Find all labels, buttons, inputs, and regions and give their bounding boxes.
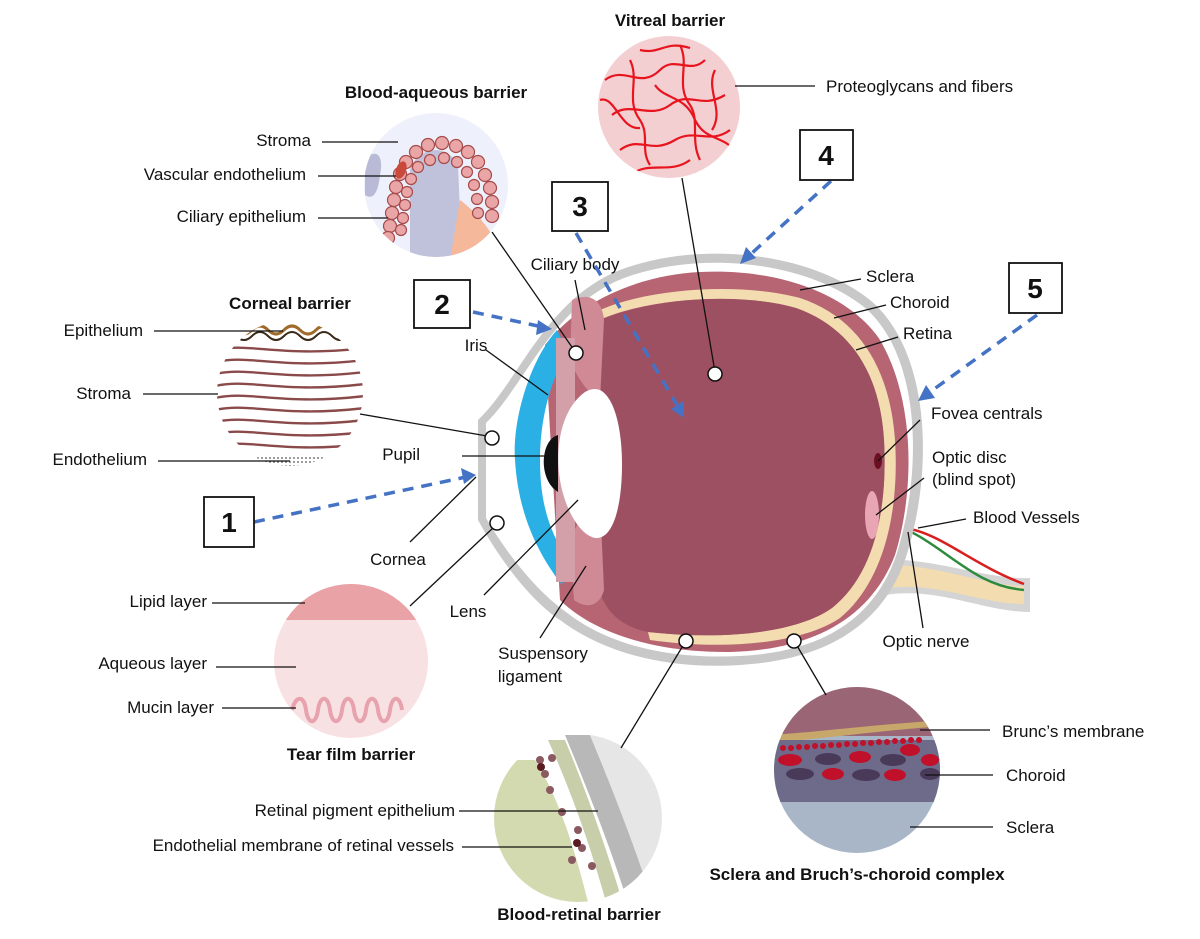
retina-marker xyxy=(678,633,694,649)
stroma-c-label: Stroma xyxy=(76,384,131,403)
pupil-label: Pupil xyxy=(382,445,420,464)
route-1-box xyxy=(203,496,255,548)
sclera-bruch-title: Sclera and Bruch’s-choroid complex xyxy=(709,865,1005,884)
iris-label: Iris xyxy=(465,336,488,355)
route-2-arrowhead xyxy=(536,320,552,335)
sclera-bruch-detail xyxy=(774,687,940,853)
blood-retinal-barrier-detail xyxy=(494,734,662,902)
ciliary-epithelium-label: Ciliary epithelium xyxy=(177,207,306,226)
route-4-box xyxy=(799,129,854,181)
choroid-detail-label: Choroid xyxy=(1006,766,1066,785)
optic-disc-spot xyxy=(865,491,879,539)
optic-nerve-label: Optic nerve xyxy=(883,632,970,651)
fovea-label: Fovea centrals xyxy=(931,404,1043,423)
route-5-arrow xyxy=(928,313,1039,394)
tear-film-marker xyxy=(489,515,505,531)
rpe-label: Retinal pigment epithelium xyxy=(255,801,455,820)
route-3-box xyxy=(551,181,609,232)
endothelium-label: Endothelium xyxy=(52,450,147,469)
route-3-number: 3 xyxy=(572,191,588,222)
pupil-shape xyxy=(543,435,558,492)
cornea-marker xyxy=(484,430,500,446)
blood-vessels-label: Blood Vessels xyxy=(973,508,1080,527)
route-5-arrowhead xyxy=(918,385,935,401)
blood-aqueous-barrier-title: Blood-aqueous barrier xyxy=(345,83,528,102)
blood-retinal-barrier-title: Blood-retinal barrier xyxy=(497,905,661,924)
epithelium-label: Epithelium xyxy=(64,321,143,340)
route-1-arrowhead xyxy=(461,468,476,484)
endothelial-membrane-label: Endothelial membrane of retinal vessels xyxy=(153,836,454,855)
sclera-detail-label: Sclera xyxy=(1006,818,1055,837)
proteoglycans-label: Proteoglycans and fibers xyxy=(826,77,1013,96)
retina-label: Retina xyxy=(903,324,953,343)
route-1-arrow xyxy=(253,475,467,524)
blood-aqueous-barrier-detail xyxy=(364,113,508,257)
route-3-arrow xyxy=(574,232,679,406)
ciliary-body-label: Ciliary body xyxy=(531,255,620,274)
cornea-label: Cornea xyxy=(370,550,426,569)
vitreal-barrier-title: Vitreal barrier xyxy=(615,11,726,30)
route-2-arrow xyxy=(472,310,539,328)
stroma-ba-label: Stroma xyxy=(256,131,311,150)
route-2-number: 2 xyxy=(434,289,450,320)
vitreous-marker xyxy=(707,366,723,382)
route-5: 5 xyxy=(918,262,1063,401)
vascular-endothelium-label: Vascular endothelium xyxy=(144,165,306,184)
choroid-vessels-dark xyxy=(786,753,940,781)
aqueous-label: Aqueous layer xyxy=(98,654,207,673)
eye-globe xyxy=(478,253,1030,666)
route-4-arrowhead xyxy=(740,247,756,264)
lens-label: Lens xyxy=(450,602,487,621)
route-2: 2 xyxy=(413,279,552,335)
optic-disc-label-line1: Optic disc xyxy=(932,448,1007,467)
lens-shape xyxy=(558,388,622,539)
ciliary-marker xyxy=(568,345,584,361)
corneal-barrier-detail xyxy=(217,320,363,466)
route-4: 4 xyxy=(740,129,854,264)
tear-film-barrier-detail xyxy=(274,584,428,738)
route-5-box xyxy=(1008,262,1063,314)
lipid-label: Lipid layer xyxy=(130,592,208,611)
suspensory-label-line2: ligament xyxy=(498,667,563,686)
sclera-label: Sclera xyxy=(866,267,915,286)
route-1-number: 1 xyxy=(221,507,237,538)
route-4-arrow xyxy=(750,179,833,255)
vitreous-fibers xyxy=(599,44,736,176)
route-3-arrowhead xyxy=(671,401,684,418)
route-2-box xyxy=(413,279,471,329)
brunc-label: Brunc’s membrane xyxy=(1002,722,1144,741)
ciliary-body-upper xyxy=(570,296,604,400)
corneal-barrier-title: Corneal barrier xyxy=(229,294,351,313)
mucin-label: Mucin layer xyxy=(127,698,214,717)
suspensory-label-line1: Suspensory xyxy=(498,644,588,663)
route-4-number: 4 xyxy=(818,140,834,171)
cornea-shape xyxy=(514,330,568,585)
vitreous-shape xyxy=(595,298,885,636)
choroid-label: Choroid xyxy=(890,293,950,312)
vitreal-barrier-detail xyxy=(598,36,740,178)
route-3: 3 xyxy=(551,181,684,418)
sclera-marker xyxy=(786,633,802,649)
route-5-number: 5 xyxy=(1027,273,1043,304)
tear-film-barrier-title: Tear film barrier xyxy=(287,745,416,764)
ciliary-epithelium-cells xyxy=(380,135,500,246)
optic-disc-label-line2: (blind spot) xyxy=(932,470,1016,489)
mucin-wave xyxy=(290,696,404,724)
route-1: 1 xyxy=(203,468,476,548)
choroid-vessels-red xyxy=(778,737,939,781)
pigment-granules xyxy=(536,754,596,870)
